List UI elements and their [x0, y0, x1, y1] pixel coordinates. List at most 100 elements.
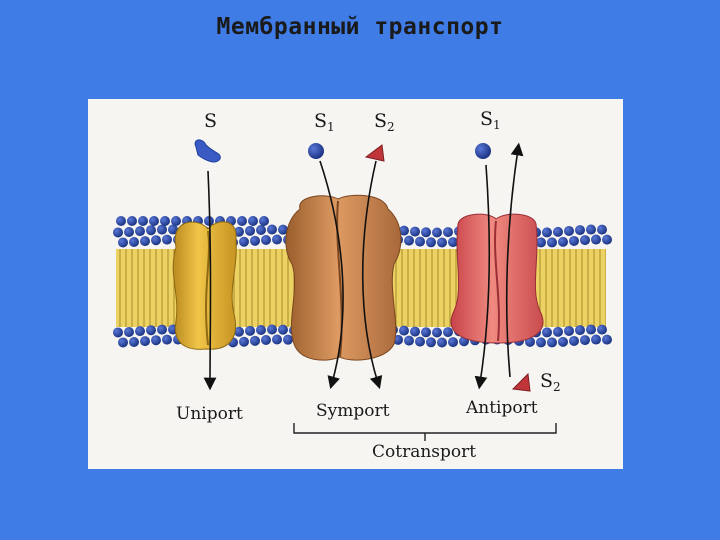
symport-protein — [286, 195, 401, 360]
lipid-head — [256, 325, 266, 335]
symport-s1-subscript: 1 — [327, 120, 335, 134]
lipid-head — [432, 227, 442, 237]
lipid-head — [448, 237, 458, 247]
lipid-head — [426, 237, 436, 247]
lipid-head — [443, 327, 453, 337]
lipid-head — [151, 235, 161, 245]
lipid-head — [553, 327, 563, 337]
lipid-head — [245, 326, 255, 336]
lipid-head — [157, 225, 167, 235]
slide-title: Мембранный транспорт — [0, 14, 720, 40]
lipid-head — [432, 327, 442, 337]
lipid-head — [591, 335, 601, 345]
lipid-head — [171, 216, 181, 226]
lipid-head — [415, 337, 425, 347]
lipid-head — [542, 227, 552, 237]
lipid-head — [124, 327, 134, 337]
lipid-head — [267, 325, 277, 335]
lipid-head — [267, 225, 277, 235]
lipid-head — [415, 237, 425, 247]
lipid-head — [250, 336, 260, 346]
lipid-head — [586, 325, 596, 335]
lipid-head — [569, 336, 579, 346]
lipid-head — [399, 326, 409, 336]
lipid-head — [575, 225, 585, 235]
lipid-head — [160, 216, 170, 226]
membrane-transport-figure: S S1 S2 S1 S2 Uniport Symport Antiport C… — [88, 99, 623, 469]
lipid-head — [239, 337, 249, 347]
lipid-head — [558, 237, 568, 247]
lipid-head — [283, 335, 293, 345]
lipid-head — [437, 237, 447, 247]
lipid-head — [542, 327, 552, 337]
lipid-head — [591, 235, 601, 245]
antiport-protein — [451, 214, 543, 343]
lipid-head — [547, 237, 557, 247]
lipid-head — [410, 327, 420, 337]
lipid-head — [261, 235, 271, 245]
lipid-head — [129, 337, 139, 347]
symport-s1-molecule — [308, 143, 324, 159]
lipid-head — [113, 227, 123, 237]
lipid-head — [421, 227, 431, 237]
lipid-head — [118, 237, 128, 247]
lipid-head — [272, 235, 282, 245]
lipid-head — [426, 337, 436, 347]
lipid-head — [575, 325, 585, 335]
antiport-s2-subscript: 2 — [553, 380, 561, 394]
lipid-head — [256, 225, 266, 235]
lipid-head — [162, 335, 172, 345]
lipid-head — [113, 327, 123, 337]
lipid-head — [116, 216, 126, 226]
lipid-head — [146, 325, 156, 335]
antiport-s1-molecule — [475, 143, 491, 159]
lipid-head — [597, 225, 607, 235]
lipid-head — [138, 216, 148, 226]
lipid-head — [278, 325, 288, 335]
lipid-head — [421, 327, 431, 337]
antiport-s1-subscript: 1 — [493, 118, 501, 132]
lipid-head — [553, 227, 563, 237]
lipid-head — [547, 337, 557, 347]
lipid-head — [580, 235, 590, 245]
lipid-head — [410, 227, 420, 237]
lipid-head — [124, 227, 134, 237]
lipid-head — [602, 335, 612, 345]
lipid-head — [245, 226, 255, 236]
lipid-head — [564, 226, 574, 236]
uniport-label: Uniport — [176, 404, 243, 424]
lipid-head — [127, 216, 137, 226]
lipid-head — [602, 235, 612, 245]
lipid-head — [140, 236, 150, 246]
lipid-head — [248, 216, 258, 226]
lipid-head — [135, 326, 145, 336]
lipid-head — [250, 236, 260, 246]
lipid-head — [404, 336, 414, 346]
lipid-head — [536, 237, 546, 247]
lipid-head — [135, 226, 145, 236]
symport-s1-label: S — [314, 110, 327, 132]
lipid-head — [586, 225, 596, 235]
lipid-head — [443, 227, 453, 237]
lipid-head — [118, 337, 128, 347]
lipid-head — [261, 335, 271, 345]
lipid-head — [162, 235, 172, 245]
lipid-head — [569, 236, 579, 246]
antiport-label: Antiport — [465, 398, 538, 418]
cotransport-label: Cotransport — [372, 442, 476, 462]
uniport-substrate-label: S — [204, 110, 217, 132]
lipid-head — [580, 335, 590, 345]
lipid-head — [151, 335, 161, 345]
membrane-diagram: S S1 S2 S1 S2 Uniport Symport Antiport C… — [88, 99, 623, 469]
lipid-head — [597, 325, 607, 335]
uniport-protein — [173, 222, 236, 350]
lipid-head — [272, 335, 282, 345]
symport-s2-subscript: 2 — [387, 120, 395, 134]
lipid-head — [536, 337, 546, 347]
lipid-head — [146, 225, 156, 235]
symport-label: Symport — [316, 401, 390, 421]
antiport-s1-label: S — [480, 108, 493, 130]
lipid-head — [149, 216, 159, 226]
lipid-head — [448, 337, 458, 347]
lipid-head — [140, 336, 150, 346]
